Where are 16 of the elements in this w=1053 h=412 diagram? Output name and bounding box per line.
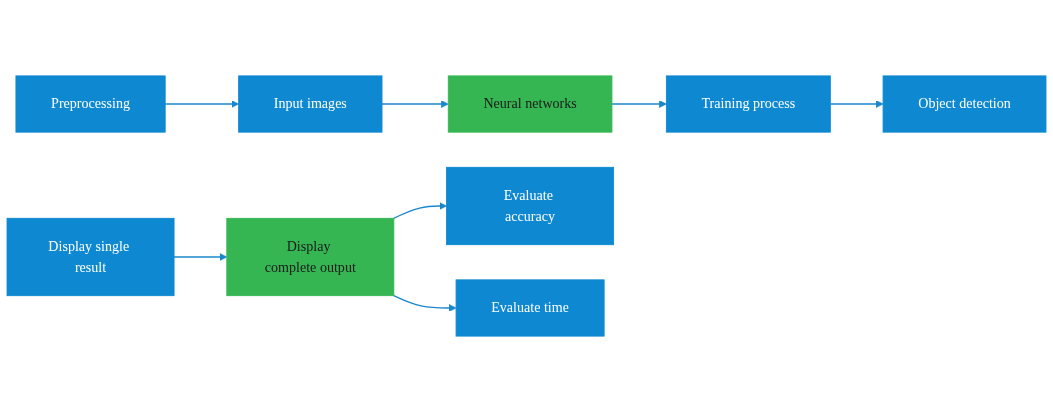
node-box: Neural networks <box>447 75 613 133</box>
arrow <box>381 100 449 108</box>
node-box: Input images <box>238 75 383 133</box>
arrow <box>611 100 667 108</box>
arrow <box>164 100 239 108</box>
arrow <box>173 253 228 261</box>
node-box: Evaluate accuracy <box>446 166 615 246</box>
node-box: Preprocessing <box>15 75 166 133</box>
arrow <box>829 100 884 108</box>
node-box: Training process <box>665 75 831 133</box>
arrow <box>393 202 447 219</box>
node-box: Object detection <box>882 75 1047 133</box>
arrow <box>393 295 457 312</box>
node-box: Display complete output <box>226 217 395 297</box>
node-box: Display single result <box>6 217 175 297</box>
node-box: Evaluate time <box>455 279 605 337</box>
